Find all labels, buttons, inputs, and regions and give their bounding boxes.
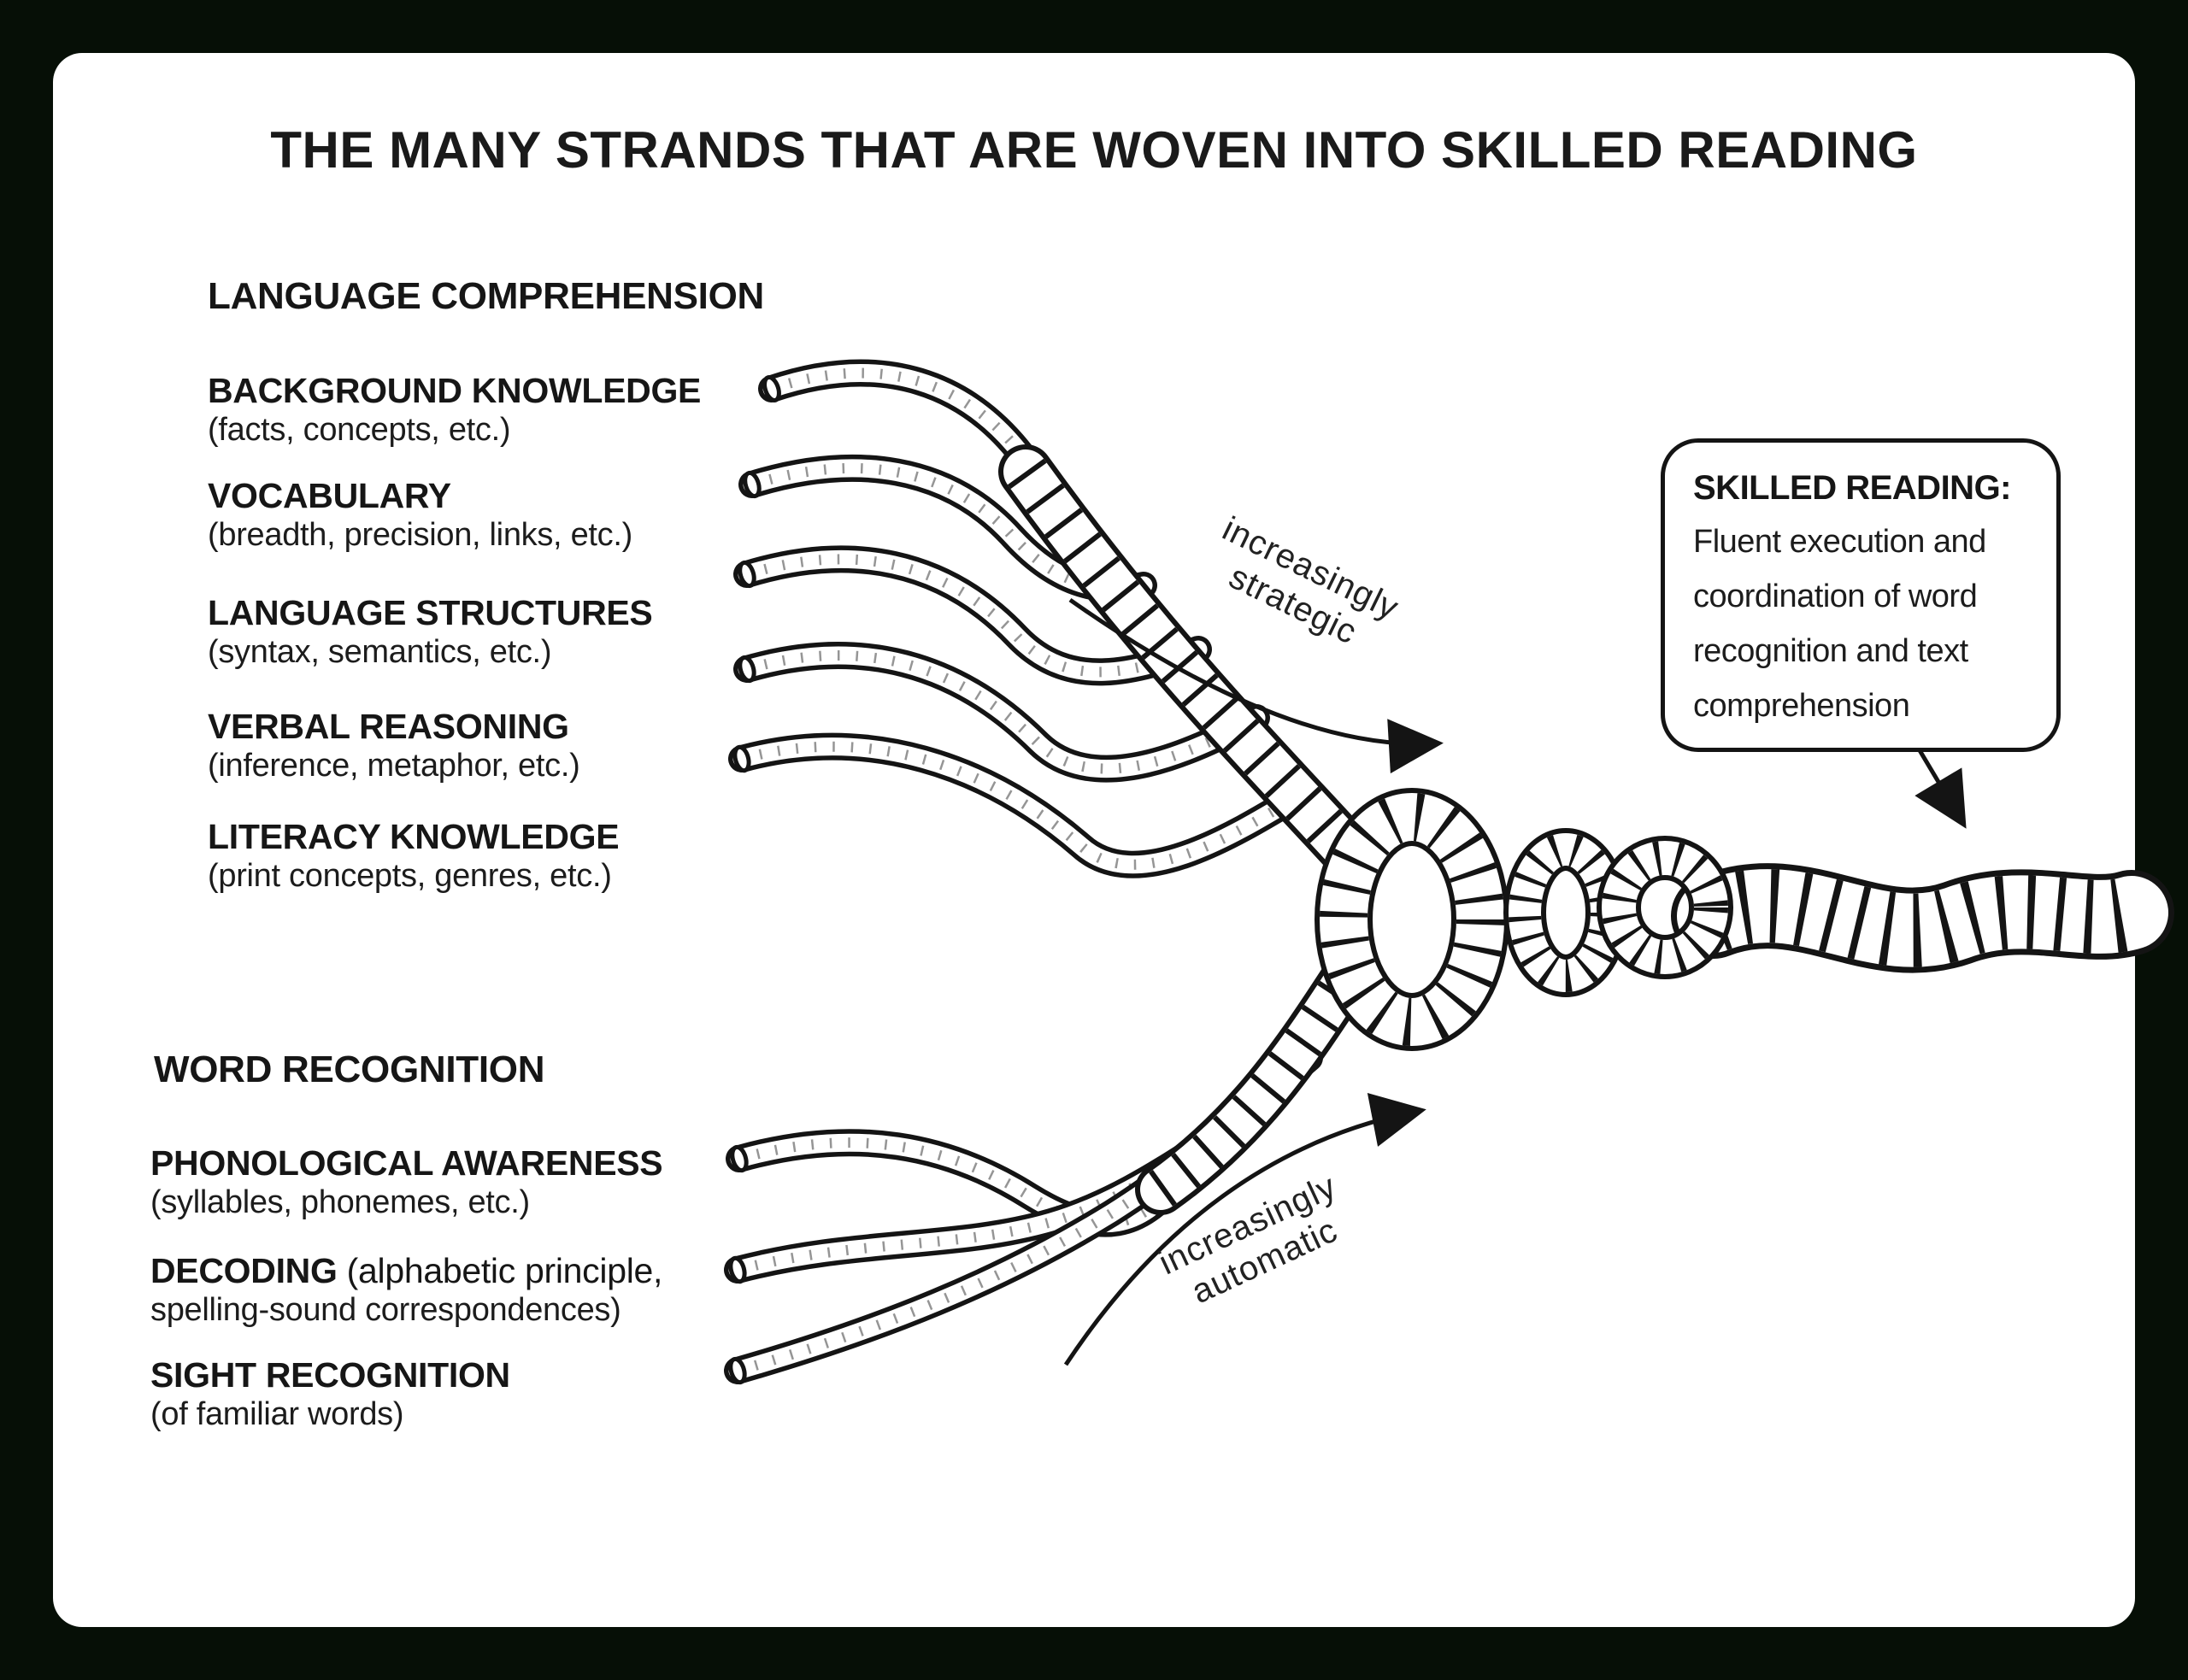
callout-arrow (1912, 740, 1967, 829)
callout-line: recognition and text (1693, 633, 1968, 669)
strand-detail: (inference, metaphor, etc.) (208, 748, 580, 784)
strand-term: LANGUAGE STRUCTURES (208, 593, 653, 632)
automatic-arrow (1063, 1093, 1426, 1366)
section-header-word-recognition: WORD RECOGNITION (154, 1049, 545, 1090)
strand-detail: (syllables, phonemes, etc.) (150, 1184, 530, 1220)
strand-detail: (facts, concepts, etc.) (208, 412, 511, 448)
strand-term-inline-detail: (alphabetic principle, (337, 1251, 663, 1290)
strand-item-decoding: DECODING (alphabetic principle, spelling… (150, 1251, 662, 1330)
strand-detail: spelling-sound correspondences) (150, 1292, 621, 1328)
callout-line: Fluent execution and (1693, 524, 1986, 560)
strand-term: PHONOLOGICAL AWARENESS (150, 1143, 663, 1183)
callout-heading: SKILLED READING: (1693, 469, 2012, 507)
section-header-language-comprehension: LANGUAGE COMPREHENSION (208, 275, 764, 317)
callout-line: comprehension (1693, 688, 1910, 724)
rope-spine-lower (1161, 978, 1346, 1190)
strand-item-literacy-knowledge: LITERACY KNOWLEDGE (print concepts, genr… (208, 817, 620, 896)
rope-braid-right (1714, 906, 2132, 931)
strand-term: LITERACY KNOWLEDGE (208, 817, 620, 856)
strand-end-caps (728, 375, 781, 1385)
strand-term: VERBAL REASONING (208, 707, 569, 746)
rope-loop-large (1344, 817, 1480, 1022)
strand-detail: (breadth, precision, links, etc.) (208, 517, 632, 553)
strand-detail: (of familiar words) (150, 1396, 404, 1432)
strand-item-sight-recognition: SIGHT RECOGNITION (of familiar words) (150, 1355, 510, 1434)
flow-arrows (1063, 597, 1967, 1366)
skilled-reading-callout: SKILLED READING: Fluent execution and co… (1661, 438, 2061, 752)
strand-item-language-structures: LANGUAGE STRUCTURES (syntax, semantics, … (208, 593, 653, 672)
strand-item-vocabulary: VOCABULARY (breadth, precision, links, e… (208, 476, 632, 555)
strand-term: DECODING (alphabetic principle, (150, 1251, 663, 1290)
callout-line: coordination of word (1693, 579, 1978, 614)
strand-detail: (print concepts, genres, etc.) (208, 858, 612, 894)
strand-item-background-knowledge: BACKGROUND KNOWLEDGE (facts, concepts, e… (208, 371, 701, 449)
strand-detail: (syntax, semantics, etc.) (208, 634, 552, 670)
strand-term: BACKGROUND KNOWLEDGE (208, 371, 702, 410)
strand-item-verbal-reasoning: VERBAL REASONING (inference, metaphor, e… (208, 707, 580, 785)
strand-term: VOCABULARY (208, 476, 451, 515)
rope-loop-small (1525, 849, 1607, 976)
strand-item-phonological-awareness: PHONOLOGICAL AWARENESS (syllables, phone… (150, 1143, 663, 1222)
page-title: THE MANY STRANDS THAT ARE WOVEN INTO SKI… (270, 121, 1918, 179)
rope-loop-end (1619, 858, 1711, 957)
strand-term: SIGHT RECOGNITION (150, 1355, 510, 1395)
strategic-arrow (1068, 597, 1444, 774)
